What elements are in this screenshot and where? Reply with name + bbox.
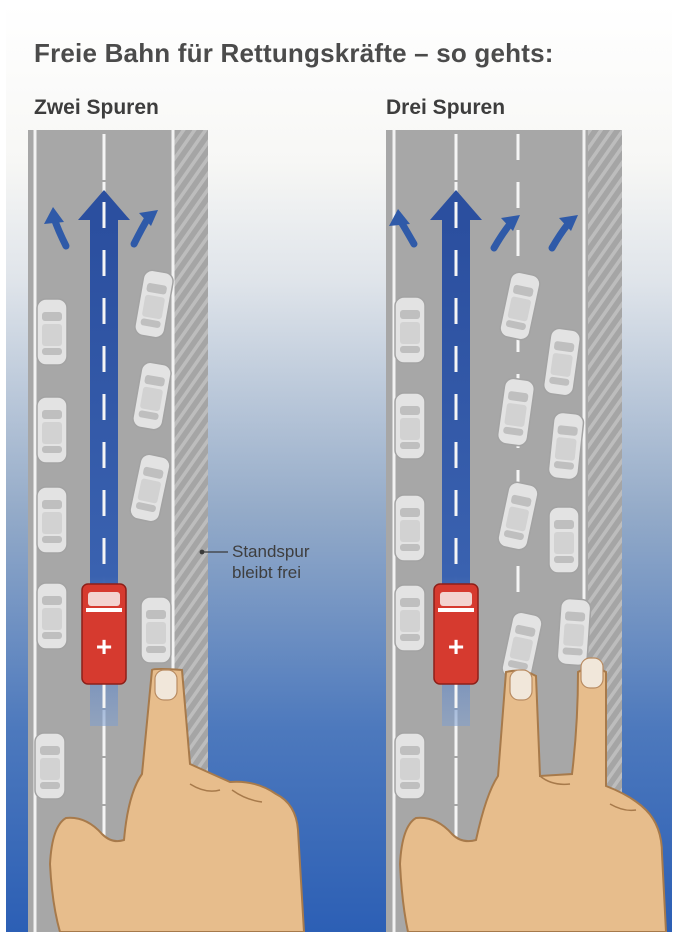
infographic: Freie Bahn für Rettungskräfte – so gehts… <box>6 4 672 932</box>
car-icon <box>395 585 425 651</box>
panel-title-two-lanes: Zwei Spuren <box>34 96 159 120</box>
car-icon <box>549 507 579 573</box>
car-icon <box>37 583 67 649</box>
car-icon <box>395 495 425 561</box>
pointer-icon <box>510 670 532 700</box>
page-title: Freie Bahn für Rettungskräfte – so gehts… <box>34 38 554 69</box>
panel-title-three-lanes: Drei Spuren <box>386 96 505 120</box>
car-icon <box>557 598 592 666</box>
callout-line-1: Standspur <box>232 541 310 562</box>
car-icon <box>141 597 171 663</box>
car-icon <box>395 733 425 799</box>
car-icon <box>37 487 67 553</box>
ambulance-icon <box>434 584 478 684</box>
car-icon <box>37 299 67 365</box>
car-icon <box>395 393 425 459</box>
illustration <box>6 4 672 932</box>
pointer-icon <box>581 658 603 688</box>
car-icon <box>35 733 65 799</box>
ambulance-icon <box>82 584 126 684</box>
car-icon <box>37 397 67 463</box>
callout-standspur: Standspur bleibt frei <box>232 541 310 583</box>
pointer-icon <box>155 670 177 700</box>
car-icon <box>548 412 585 481</box>
callout-line-2: bleibt frei <box>232 562 310 583</box>
car-icon <box>395 297 425 363</box>
